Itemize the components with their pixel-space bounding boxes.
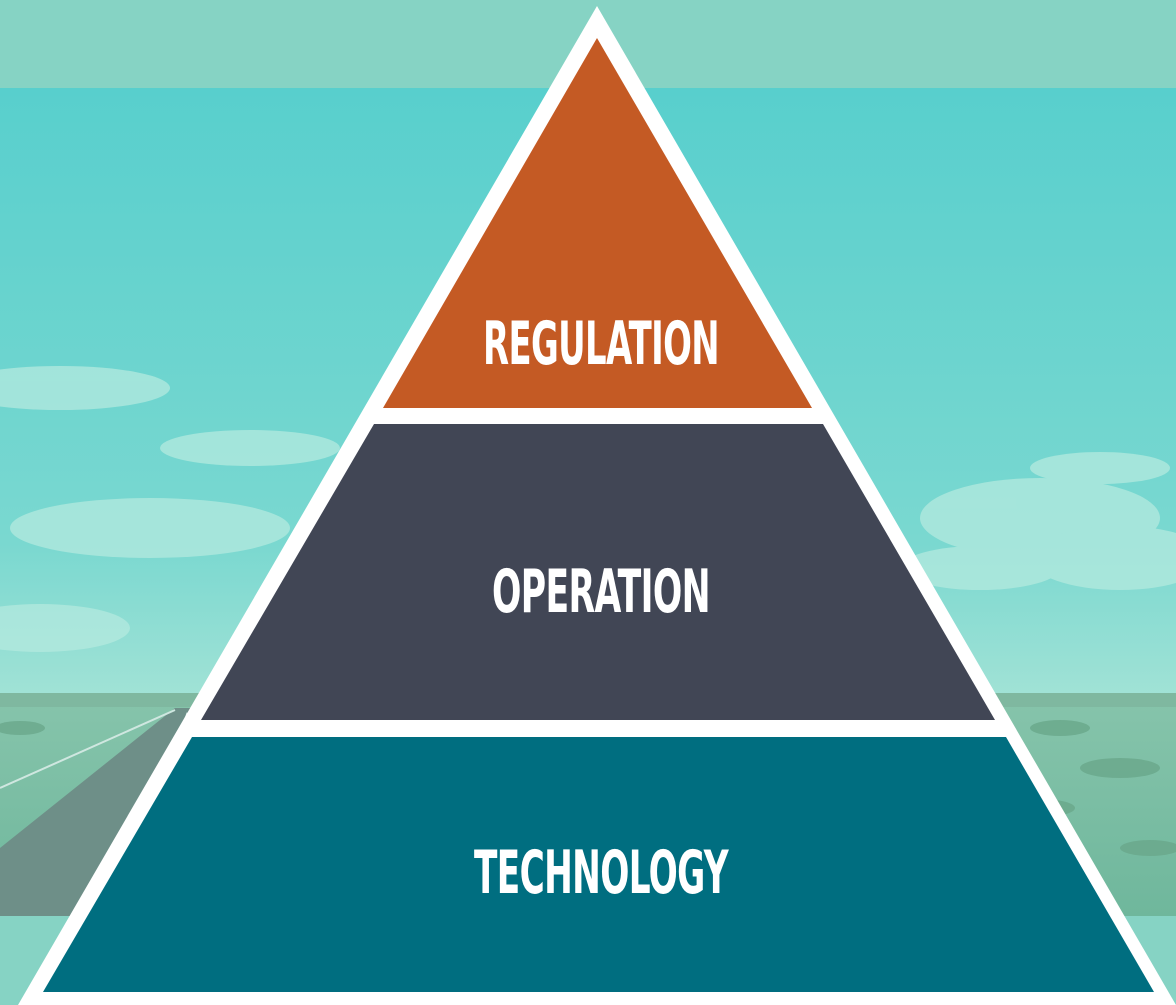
tier-regulation — [383, 38, 812, 408]
tier-label-technology: TECHNOLOGY — [474, 838, 729, 908]
clouds — [0, 366, 1176, 652]
tier-operation — [201, 424, 995, 720]
road-edge — [0, 709, 176, 789]
tier-label-regulation: REGULATION — [483, 309, 719, 379]
tier-label-operation: OPERATION — [492, 557, 710, 627]
tier-technology — [43, 737, 1154, 992]
